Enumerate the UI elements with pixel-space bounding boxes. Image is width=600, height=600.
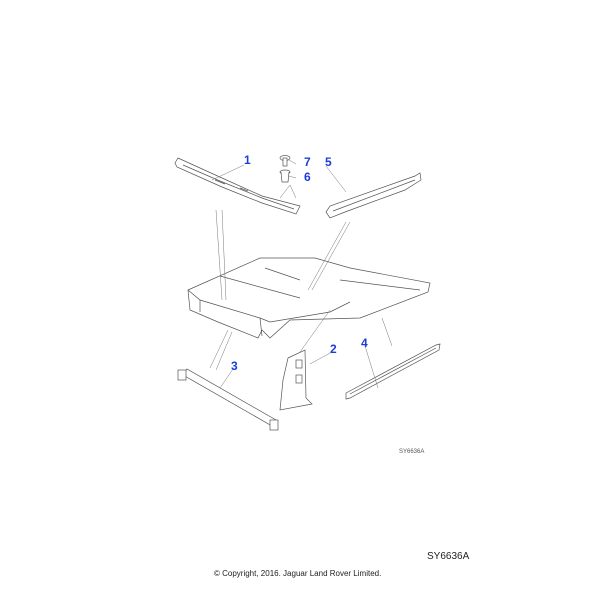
diagram-ref-code: SY6636A	[427, 551, 470, 562]
part-1-crossmember[interactable]	[174, 157, 301, 215]
diagram-ref-code-small: SY6636A	[399, 449, 425, 455]
part-5-rail[interactable]	[325, 172, 422, 219]
callout-1[interactable]: 1	[244, 153, 251, 167]
callout-6[interactable]: 6	[304, 170, 311, 184]
callout-5[interactable]: 5	[325, 155, 332, 169]
callout-2[interactable]: 2	[330, 342, 337, 356]
copyright-notice: © Copyright, 2016. Jaguar Land Rover Lim…	[214, 569, 382, 578]
part-7-bolt[interactable]	[279, 155, 291, 167]
callout-4[interactable]: 4	[361, 336, 368, 350]
callout-7[interactable]: 7	[304, 155, 311, 169]
part-3-tie-bar[interactable]	[177, 368, 279, 431]
part-2-pillar[interactable]	[279, 349, 313, 411]
part-4-sill[interactable]	[345, 343, 441, 400]
leader-lines	[209, 159, 393, 389]
part-6-grommet[interactable]	[279, 169, 291, 183]
callout-3[interactable]: 3	[231, 359, 238, 373]
body-shell	[187, 257, 431, 339]
